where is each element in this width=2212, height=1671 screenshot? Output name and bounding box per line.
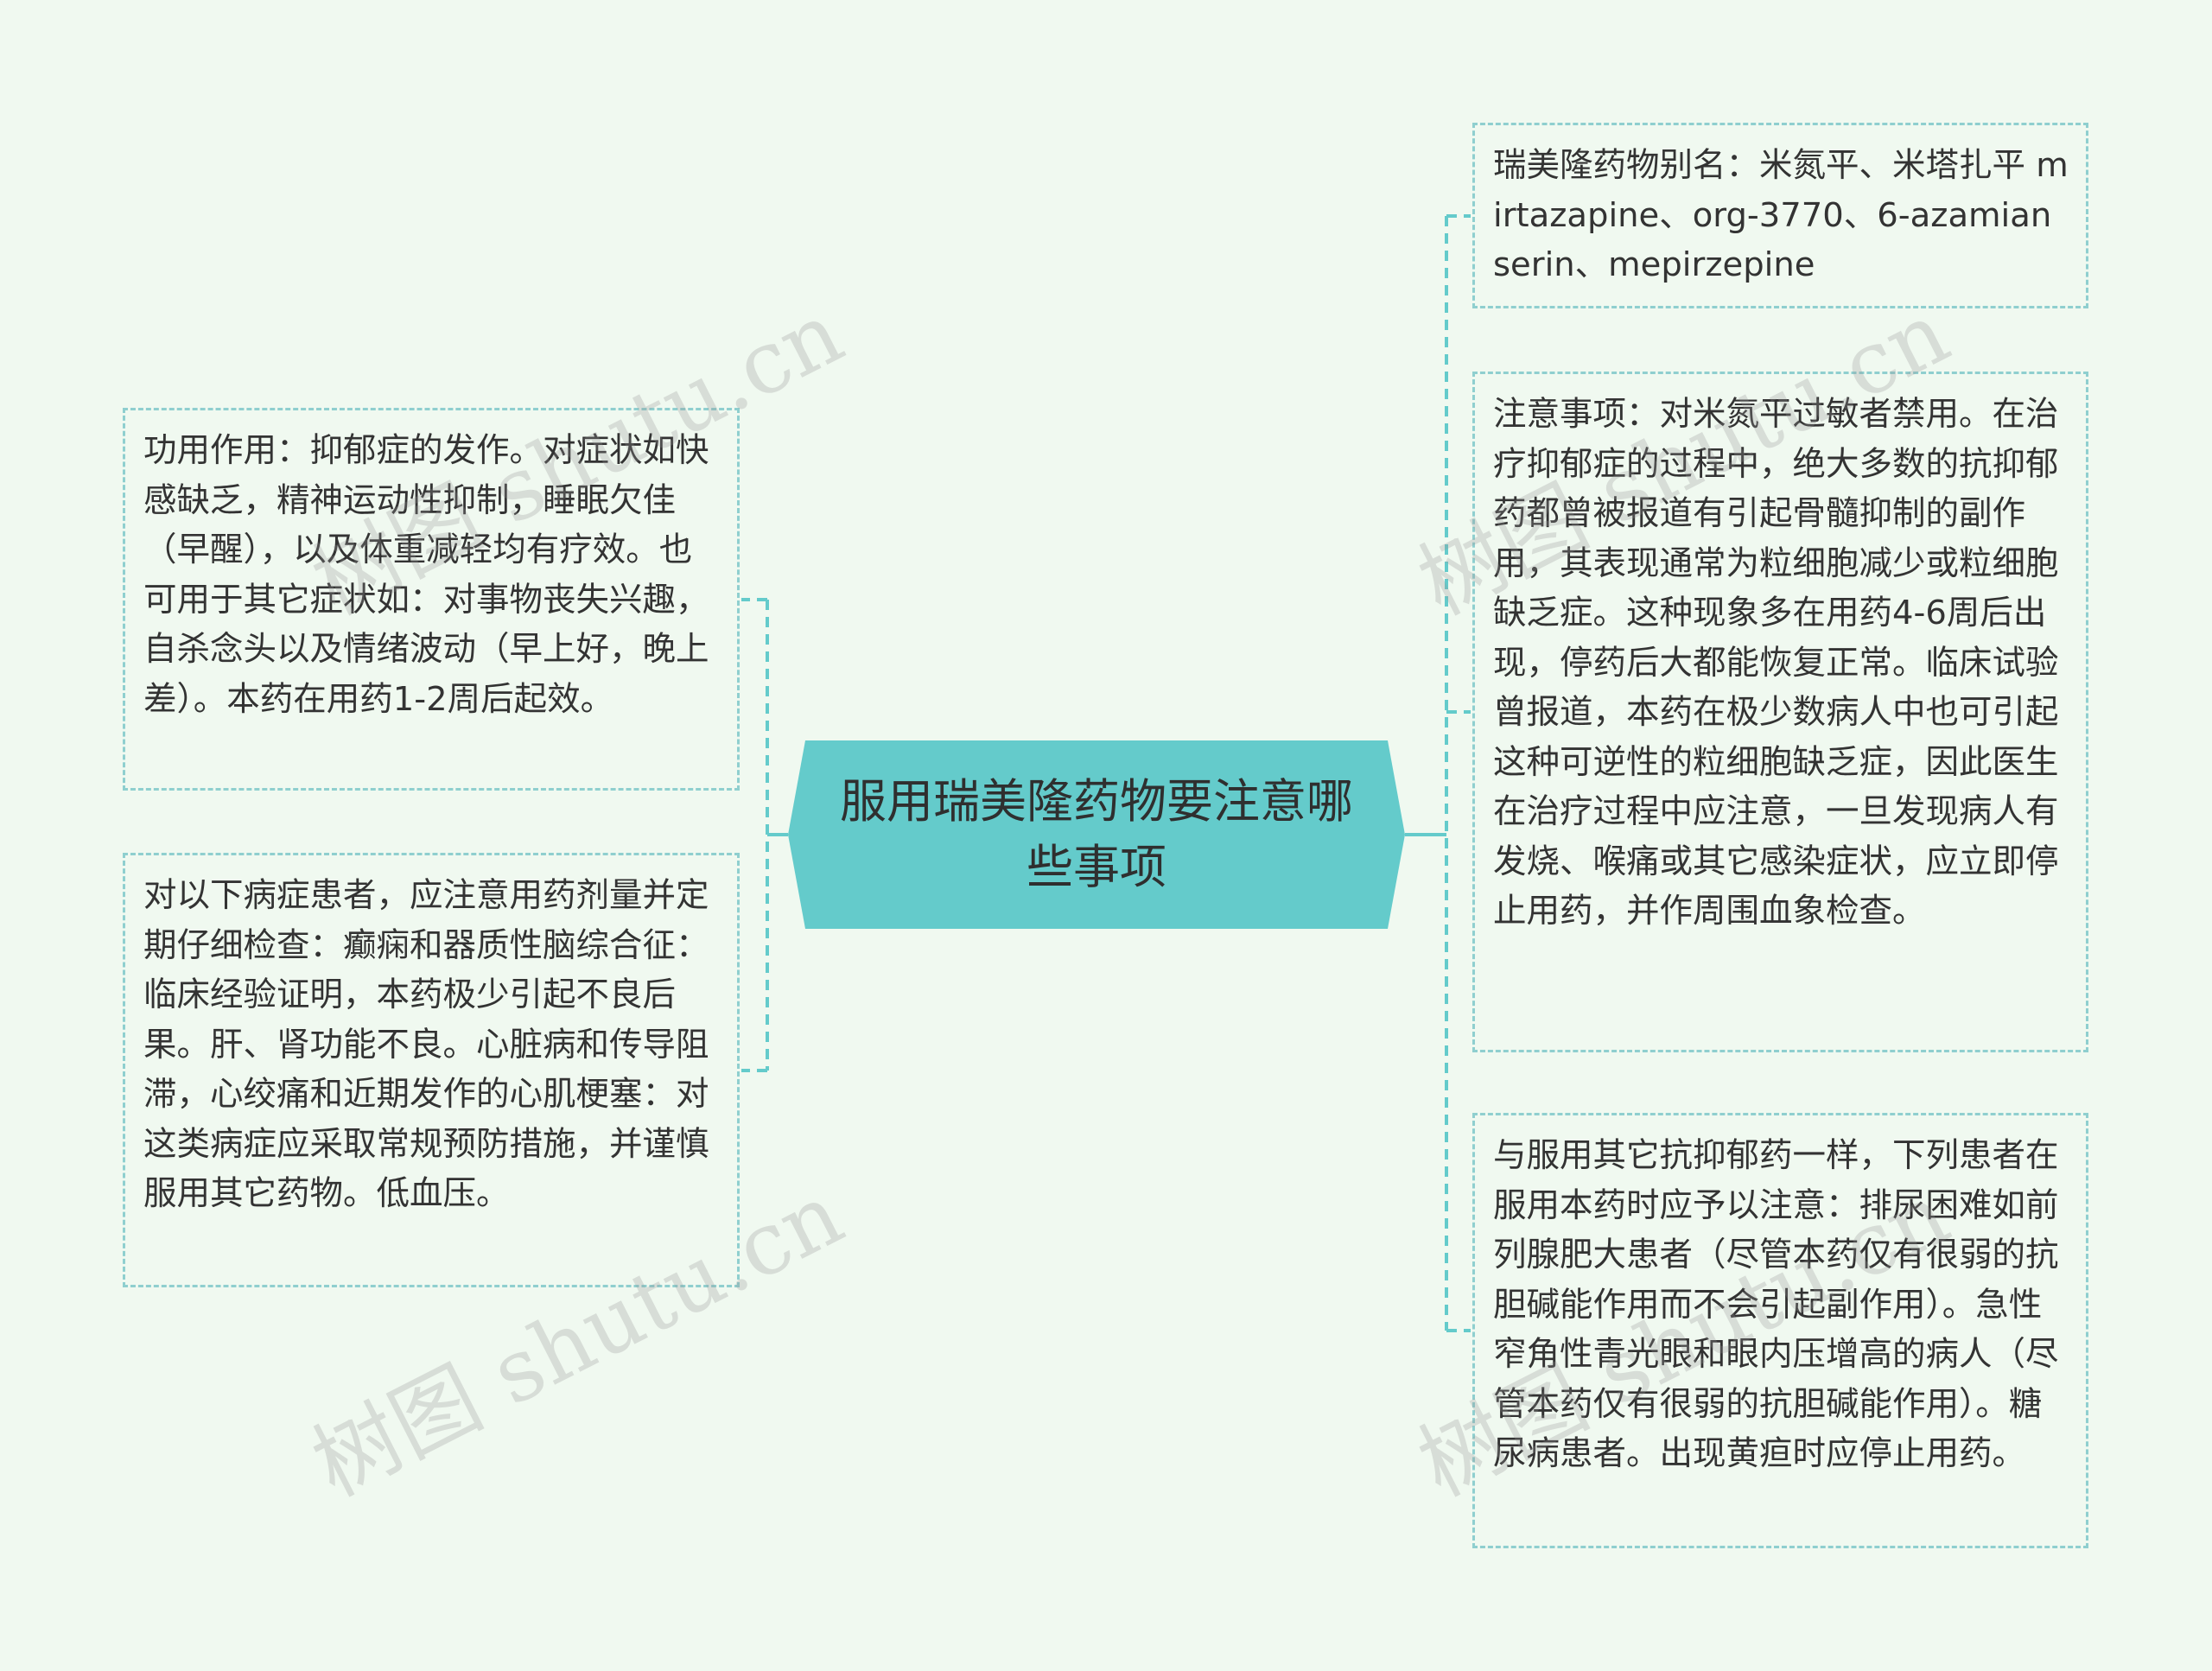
topic-node-effects[interactable]: 功用作用：抑郁症的发作。对症状如快感缺乏，精神运动性抑制，睡眠欠佳（早醒），以及…: [123, 408, 740, 791]
topic-node-aliases[interactable]: 瑞美隆药物别名：米氮平、米塔扎平 mirtazapine、org-3770、6-…: [1472, 123, 2088, 308]
topic-effects-text: 功用作用：抑郁症的发作。对症状如快感缺乏，精神运动性抑制，睡眠欠佳（早醒），以及…: [143, 431, 709, 719]
topic-caution-patients-text: 对以下病症患者，应注意用药剂量并定期仔细检查：癫痫和器质性脑综合征：临床经验证明…: [143, 876, 709, 1213]
center-topic-title: 服用瑞美隆药物要注意哪些事项: [840, 774, 1353, 894]
center-topic-node[interactable]: 服用瑞美隆药物要注意哪些事项: [788, 740, 1405, 929]
topic-other-patients-text: 与服用其它抗抑郁药一样，下列患者在服用本药时应予以注意：排尿困难如前列腺肥大患者…: [1493, 1136, 2059, 1473]
topic-precautions-text: 注意事项：对米氮平过敏者禁用。在治疗抑郁症的过程中，绝大多数的抗抑郁药都曾被报道…: [1493, 395, 2059, 931]
topic-node-precautions[interactable]: 注意事项：对米氮平过敏者禁用。在治疗抑郁症的过程中，绝大多数的抗抑郁药都曾被报道…: [1472, 372, 2088, 1052]
topic-node-other-patients[interactable]: 与服用其它抗抑郁药一样，下列患者在服用本药时应予以注意：排尿困难如前列腺肥大患者…: [1472, 1113, 2088, 1548]
topic-node-caution-patients[interactable]: 对以下病症患者，应注意用药剂量并定期仔细检查：癫痫和器质性脑综合征：临床经验证明…: [123, 853, 740, 1287]
topic-aliases-text: 瑞美隆药物别名：米氮平、米塔扎平 mirtazapine、org-3770、6-…: [1493, 146, 2069, 284]
